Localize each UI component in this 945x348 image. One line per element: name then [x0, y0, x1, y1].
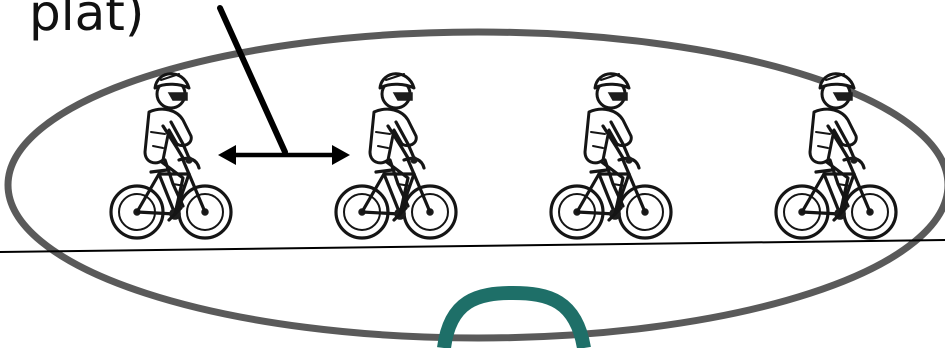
ground-line — [0, 240, 945, 252]
label-text: plat) — [29, 0, 144, 42]
cyclist-1-icon — [111, 74, 231, 238]
cyclist-2-icon — [336, 74, 456, 238]
cyclist-4-icon — [776, 74, 896, 238]
pointer-line — [220, 8, 285, 152]
cyclist-3-icon — [551, 74, 671, 238]
